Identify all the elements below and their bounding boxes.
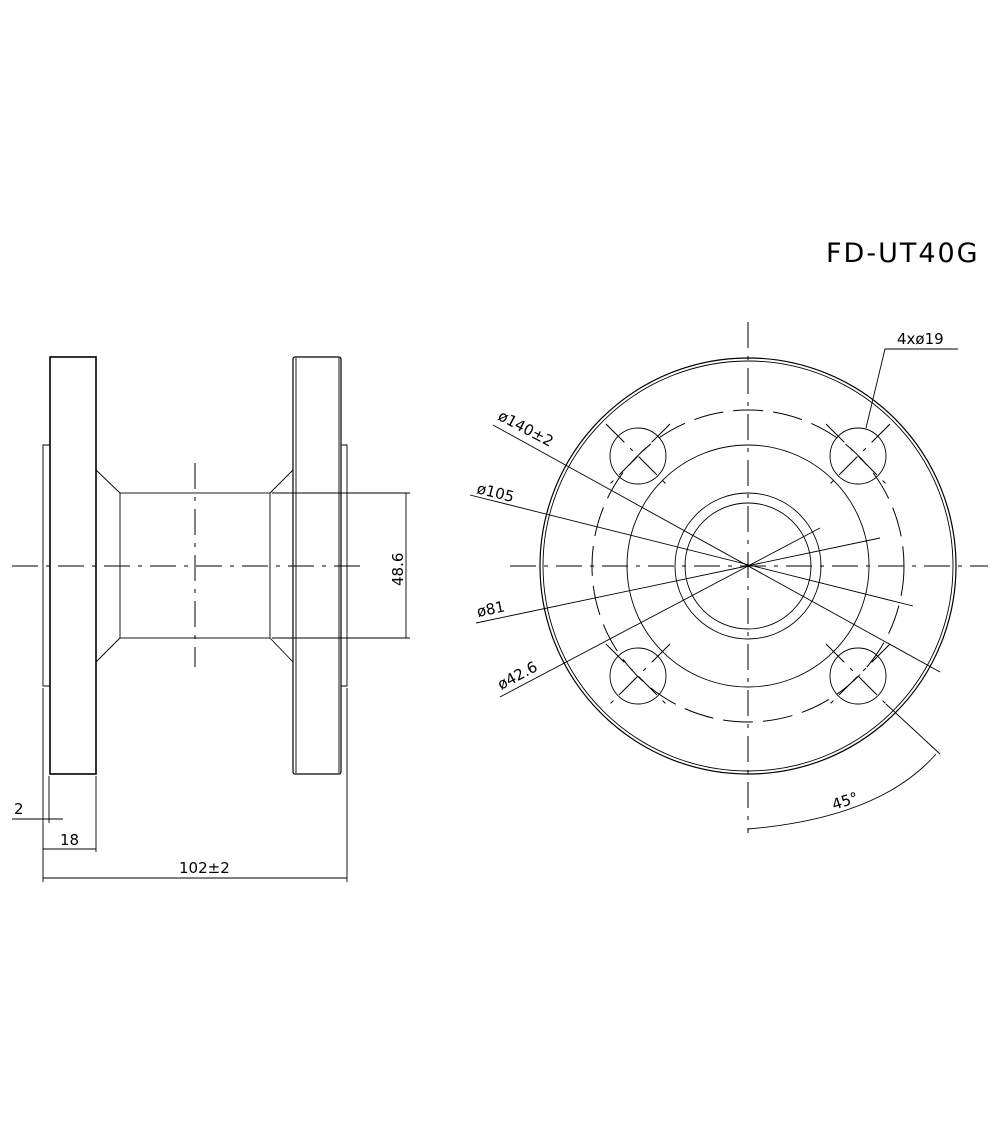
dimension-hub-offset: 2 <box>12 800 63 820</box>
pipe-body <box>95 469 410 663</box>
label-flange-od: ø140±2 <box>495 407 556 451</box>
bolt-hole-callout: 4xø19 <box>865 330 958 429</box>
dimension-flange-thickness: 18 <box>43 831 96 850</box>
svg-text:18: 18 <box>60 831 79 849</box>
part-number-title: FD-UT40G <box>826 238 980 269</box>
bore-circle <box>684 502 812 630</box>
left-flange <box>42 356 97 775</box>
dimension-pipe-od: 48.6 <box>389 493 407 638</box>
side-view: 48.6 2 18 102±2 <box>12 356 410 882</box>
front-view: ø140±2 ø105 ø81 ø42.6 4xø19 45° <box>469 322 988 833</box>
pipe-od-circle <box>674 492 822 640</box>
angle-dimension: 45° <box>747 703 941 830</box>
flange-outer-circle <box>539 357 957 775</box>
label-raised-face: ø81 <box>475 597 506 620</box>
svg-text:45°: 45° <box>830 788 861 813</box>
svg-text:48.6: 48.6 <box>389 553 407 586</box>
svg-text:2: 2 <box>14 800 24 818</box>
bolt-hole <box>609 647 667 705</box>
label-bolt-circle: ø105 <box>475 479 516 506</box>
bolt-hole <box>609 427 667 485</box>
diameter-leaders <box>469 424 941 698</box>
dimension-overall-length: 102±2 <box>43 859 347 879</box>
bolt-holes <box>605 423 891 709</box>
right-flange <box>292 356 348 775</box>
bolt-hole <box>829 427 887 485</box>
svg-text:102±2: 102±2 <box>179 859 230 877</box>
bolt-hole <box>829 647 887 705</box>
svg-text:4xø19: 4xø19 <box>897 330 944 348</box>
raised-face-circle <box>626 444 870 688</box>
bolt-circle <box>591 409 905 723</box>
